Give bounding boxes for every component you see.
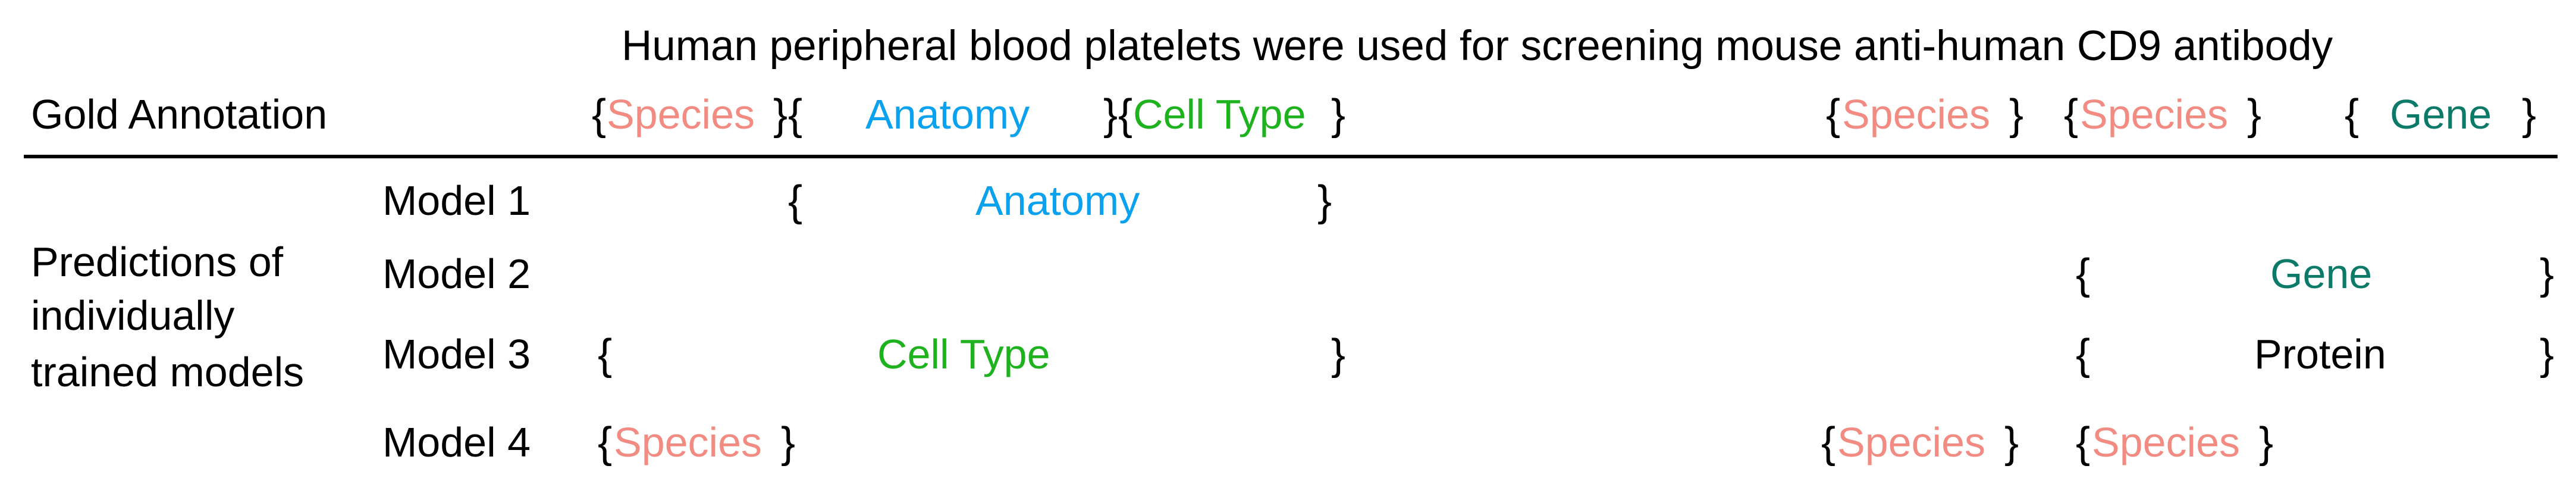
- model-2-label: Model 2: [382, 251, 531, 297]
- gold-species-3-close-brace: }: [2247, 91, 2262, 139]
- gold-gene-open-brace: {: [2345, 91, 2359, 139]
- m3-protein-open-brace: {: [2076, 331, 2091, 379]
- gold-anatomy-close-brace: }: [1103, 91, 1118, 139]
- m4-species-2-open-brace: {: [1821, 419, 1836, 467]
- gold-anatomy: Anatomy: [865, 91, 1030, 137]
- gold-celltype: Cell Type: [1133, 91, 1306, 137]
- gold-species-2-close-brace: }: [2009, 91, 2024, 139]
- predictions-label-line-1: Predictions of: [31, 239, 284, 285]
- gold-gene-close-brace: }: [2522, 91, 2537, 139]
- model-1-label: Model 1: [382, 177, 531, 224]
- divider-rule: [24, 155, 2558, 158]
- m1-anatomy-close-brace: }: [1317, 177, 1332, 225]
- m3-protein-close-brace: }: [2540, 331, 2555, 379]
- gold-species-1-open-brace: {: [592, 91, 607, 139]
- gold-gene: Gene: [2390, 91, 2492, 137]
- m2-gene: Gene: [2270, 251, 2373, 297]
- gold-species-1-close-brace: }: [773, 91, 788, 139]
- gold-species-3-open-brace: {: [2064, 91, 2079, 139]
- m4-species-2: Species: [1837, 419, 1986, 465]
- m2-gene-close-brace: }: [2540, 251, 2555, 298]
- gold-anatomy-open-brace: {: [788, 91, 803, 139]
- m4-species-1-open-brace: {: [598, 419, 613, 467]
- gold-species-1: Species: [607, 91, 755, 137]
- model-4-label: Model 4: [382, 419, 531, 465]
- m3-protein: Protein: [2254, 331, 2386, 377]
- sentence-text: Human peripheral blood platelets were us…: [622, 23, 2333, 70]
- m1-anatomy-open-brace: {: [788, 177, 803, 225]
- gold-species-2-open-brace: {: [1826, 91, 1841, 139]
- gold-celltype-open-brace: {: [1118, 91, 1133, 139]
- m4-species-3: Species: [2092, 419, 2241, 465]
- m4-species-3-open-brace: {: [2076, 419, 2091, 467]
- m3-celltype-open-brace: {: [598, 331, 613, 379]
- model-3-label: Model 3: [382, 331, 531, 377]
- gold-species-2: Species: [1842, 91, 1991, 137]
- gold-annotation-label: Gold Annotation: [31, 91, 328, 137]
- predictions-label-line-2: individually: [31, 292, 235, 339]
- m4-species-3-close-brace: }: [2259, 419, 2274, 467]
- m3-celltype-close-brace: }: [1331, 331, 1346, 379]
- m2-gene-open-brace: {: [2076, 251, 2091, 298]
- gold-celltype-close-brace: }: [1331, 91, 1346, 139]
- m1-anatomy: Anatomy: [975, 177, 1140, 224]
- predictions-label-line-3: trained models: [31, 349, 305, 395]
- m4-species-1-close-brace: }: [781, 419, 796, 467]
- m4-species-1: Species: [614, 419, 763, 465]
- gold-species-3: Species: [2080, 91, 2229, 137]
- m4-species-2-close-brace: }: [2004, 419, 2019, 467]
- m3-celltype: Cell Type: [877, 331, 1050, 377]
